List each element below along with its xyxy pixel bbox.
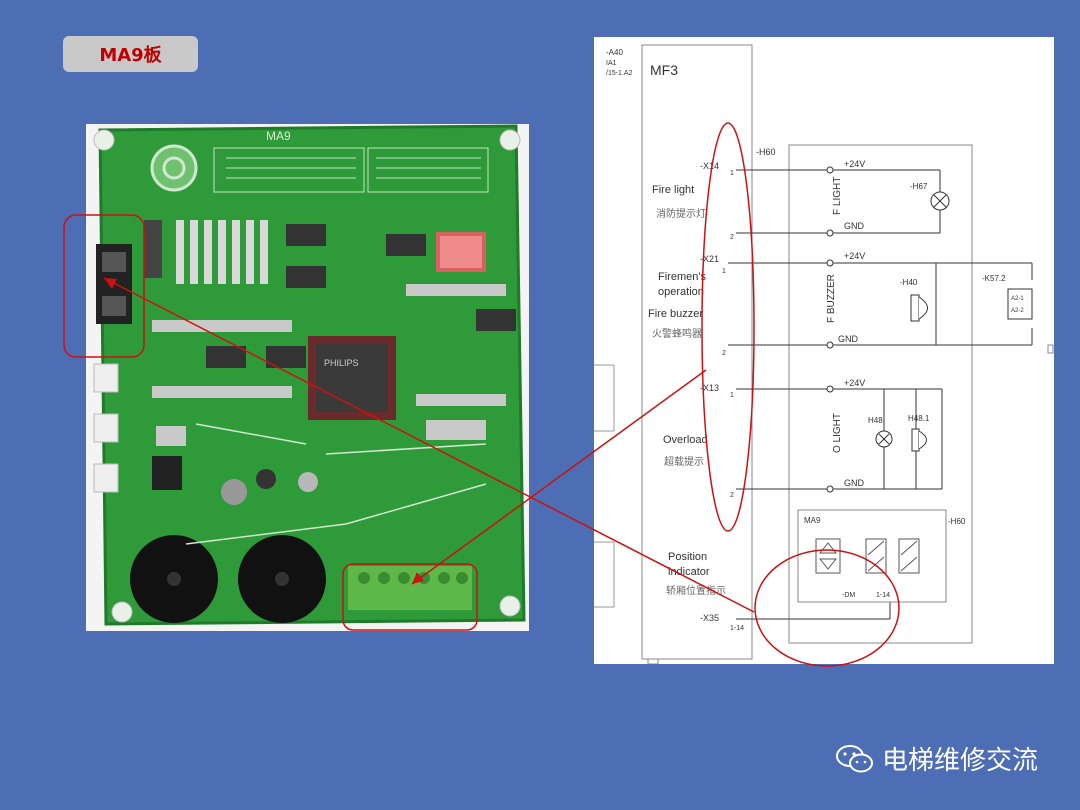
label-position-cn: 轿厢位置指示 — [666, 584, 726, 597]
lamp-icon-h48 — [875, 430, 893, 448]
schem-header-sub2: /15-1.A2 — [606, 70, 633, 77]
label-overload-cn: 超载提示 — [664, 455, 704, 468]
schem-header-sub1: IA1 — [606, 60, 617, 67]
pin-2a: 2 — [730, 234, 734, 241]
pin-1c: 1 — [730, 392, 734, 399]
pin-2c: 2 — [730, 492, 734, 499]
label-overload: Overload — [663, 434, 708, 446]
connector-x14: -X14 — [700, 161, 719, 171]
pin-1-14: 1-14 — [730, 625, 744, 632]
ref-h48-1: H48.1 — [908, 414, 930, 423]
slide-title: MA9板 — [99, 45, 162, 66]
connector-x13: -X13 — [700, 383, 719, 393]
lamp-icon-h67 — [930, 191, 950, 211]
schem-header-ref: -A40 — [606, 48, 623, 57]
ref-h40: -H40 — [900, 278, 918, 287]
label-gnd-b: GND — [838, 334, 859, 344]
label-firemens-2: operation — [658, 286, 704, 298]
schem-module-label: MF3 — [650, 62, 678, 78]
label-olight: O LIGHT — [832, 413, 843, 453]
wechat-icon — [836, 744, 873, 772]
label-24v-b: +24V — [844, 251, 865, 261]
label-position-2: indicator — [668, 566, 710, 578]
label-fbuzzer: F BUZZER — [826, 274, 837, 323]
label-flight: F LIGHT — [832, 177, 843, 215]
label-firemens-1: Firemen's — [658, 271, 706, 283]
buzzer-icon-h48-1 — [911, 428, 927, 452]
label-position-1: Position — [668, 551, 707, 563]
ref-dm: -DM — [842, 592, 855, 599]
watermark: 电梯维修交流 — [836, 740, 1038, 777]
ref-ma9: MA9 — [804, 516, 821, 525]
ref-h60-b: -H60 — [948, 517, 966, 526]
ref-h48: H48 — [868, 416, 883, 425]
connector-x21: -X21 — [700, 254, 719, 264]
label-fire-light-cn: 消防提示灯 — [656, 207, 706, 220]
pin-2b: 2 — [722, 350, 726, 357]
ref-h60: -H60 — [756, 147, 776, 157]
schematic-diagram: -A40 IA1 /15-1.A2 MF3 Fire light 消防提示灯 F… — [594, 37, 1054, 665]
connector-x35: -X35 — [700, 613, 719, 623]
label-fire-light: Fire light — [652, 184, 694, 196]
ref-h67: -H67 — [910, 182, 928, 191]
label-fire-buzzer: Fire buzzer — [648, 308, 703, 320]
label-gnd-a: GND — [844, 221, 865, 231]
pin-1b: 1 — [722, 268, 726, 275]
label-gnd-c: GND — [844, 478, 865, 488]
buzzer-icon-h40 — [910, 294, 928, 322]
ref-k57-a2: A2-2 — [1011, 308, 1024, 314]
slide-title-tag: MA9板 — [63, 36, 198, 72]
watermark-text: 电梯维修交流 — [882, 746, 1039, 776]
label-24v-a: +24V — [844, 159, 865, 169]
ref-dm-pin: 1-14 — [876, 592, 890, 599]
pin-1a: 1 — [730, 170, 734, 177]
pcb-silkscreen: MA9 — [266, 129, 291, 143]
label-fire-buzzer-cn: 火警蜂鸣器 — [652, 327, 702, 340]
pcb-chip-label: PHILIPS — [324, 358, 359, 368]
label-24v-c: +24V — [844, 378, 865, 388]
ref-k57: -K57.2 — [982, 274, 1006, 283]
ref-k57-a1: A2-1 — [1011, 296, 1024, 302]
pcb-photo: MA9 — [86, 124, 529, 631]
